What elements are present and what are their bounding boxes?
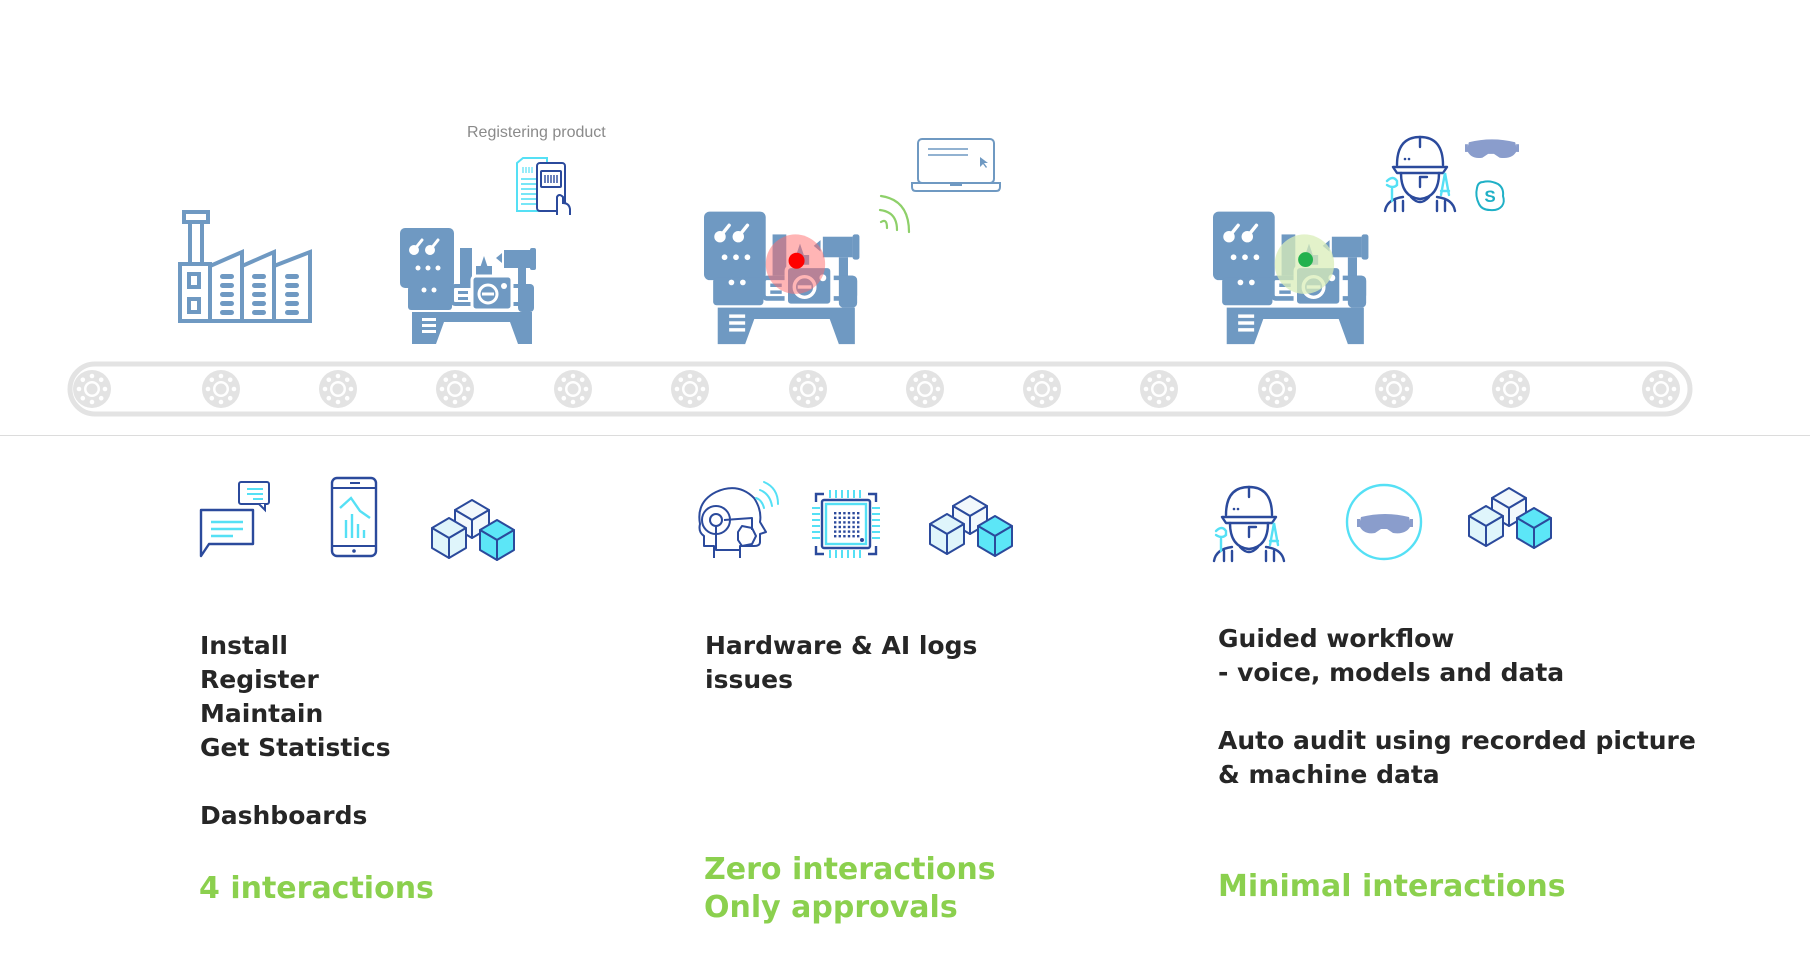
conveyor-belt: [67, 358, 1693, 420]
lathe-machine-2: [704, 210, 864, 348]
text-line: Maintain: [200, 699, 324, 728]
factory-icon: [178, 210, 312, 323]
text-line: & machine data: [1218, 760, 1440, 789]
column-1-text: Install Register Maintain Get Statistics…: [200, 629, 391, 833]
column-3-text: Guided workflow - voice, models and data…: [1218, 622, 1696, 792]
conveyor-wheel: [906, 370, 944, 408]
conveyor-wheel: [1258, 370, 1296, 408]
blocks-icon: [926, 494, 1016, 558]
svg-text:S: S: [1484, 187, 1495, 206]
column-2-text: Hardware & AI logs issues: [705, 629, 977, 697]
conveyor-wheel: [671, 370, 709, 408]
column-1-result: 4 interactions: [199, 870, 434, 908]
column-2-result: Zero interactions Only approvals: [704, 851, 996, 927]
result-line: Only approvals: [704, 890, 958, 925]
skype-icon: S: [1474, 180, 1506, 212]
result-line: Minimal interactions: [1218, 869, 1566, 904]
text-line: - voice, models and data: [1218, 658, 1565, 687]
conveyor-wheel: [1492, 370, 1530, 408]
registering-product-caption: Registering product: [467, 124, 606, 141]
conveyor-wheel: [202, 370, 240, 408]
lathe-machine-ok-icon: [1213, 210, 1373, 348]
result-line: 4 interactions: [199, 871, 434, 906]
blocks-icon: [1465, 486, 1555, 550]
result-line: Zero interactions: [704, 852, 996, 887]
conveyor-wheel: [789, 370, 827, 408]
registering-product-icon: [513, 157, 573, 215]
spacer: [200, 765, 391, 799]
text-line: Hardware & AI logs: [705, 631, 978, 660]
ok-status-dot: [1298, 252, 1313, 267]
lathe-machine-1: [398, 226, 540, 346]
conveyor-wheel: [1140, 370, 1178, 408]
text-line: Register: [200, 665, 319, 694]
technician-icon: [1212, 485, 1286, 563]
mixed-reality-headset-icon: [1465, 138, 1519, 162]
chat-bubbles-icon: [199, 480, 273, 558]
lathe-machine-alert-icon: [704, 210, 864, 348]
text-line: Guided workflow: [1218, 624, 1455, 653]
smartphone-chart-icon: [330, 476, 380, 558]
conveyor-wheel: [73, 370, 111, 408]
lathe-machine-3: [1213, 210, 1373, 348]
text-line: issues: [705, 665, 793, 694]
conveyor-wheel: [554, 370, 592, 408]
text-line: Dashboards: [200, 801, 368, 830]
section-divider: [0, 435, 1810, 436]
mixed-reality-headset-circle-icon: [1345, 483, 1423, 561]
laptop-icon: [910, 137, 1002, 193]
blocks-icon: [428, 498, 518, 562]
conveyor-wheel: [1023, 370, 1061, 408]
lathe-machine-icon: [398, 226, 538, 346]
alert-status-dot: [788, 252, 805, 269]
text-line: Install: [200, 631, 288, 660]
text-line: Get Statistics: [200, 733, 391, 762]
spacer: [1218, 690, 1696, 724]
column-3-result: Minimal interactions: [1218, 868, 1566, 906]
conveyor-wheel: [1642, 370, 1680, 408]
wireless-signal-icon: [875, 188, 915, 234]
text-line: Auto audit using recorded picture: [1218, 726, 1696, 755]
conveyor-wheel: [319, 370, 357, 408]
ai-head-gears-icon: [694, 480, 780, 560]
conveyor-wheel: [436, 370, 474, 408]
technician-icon: [1383, 135, 1457, 213]
processor-chip-icon: [810, 488, 882, 560]
conveyor-wheel: [1375, 370, 1413, 408]
